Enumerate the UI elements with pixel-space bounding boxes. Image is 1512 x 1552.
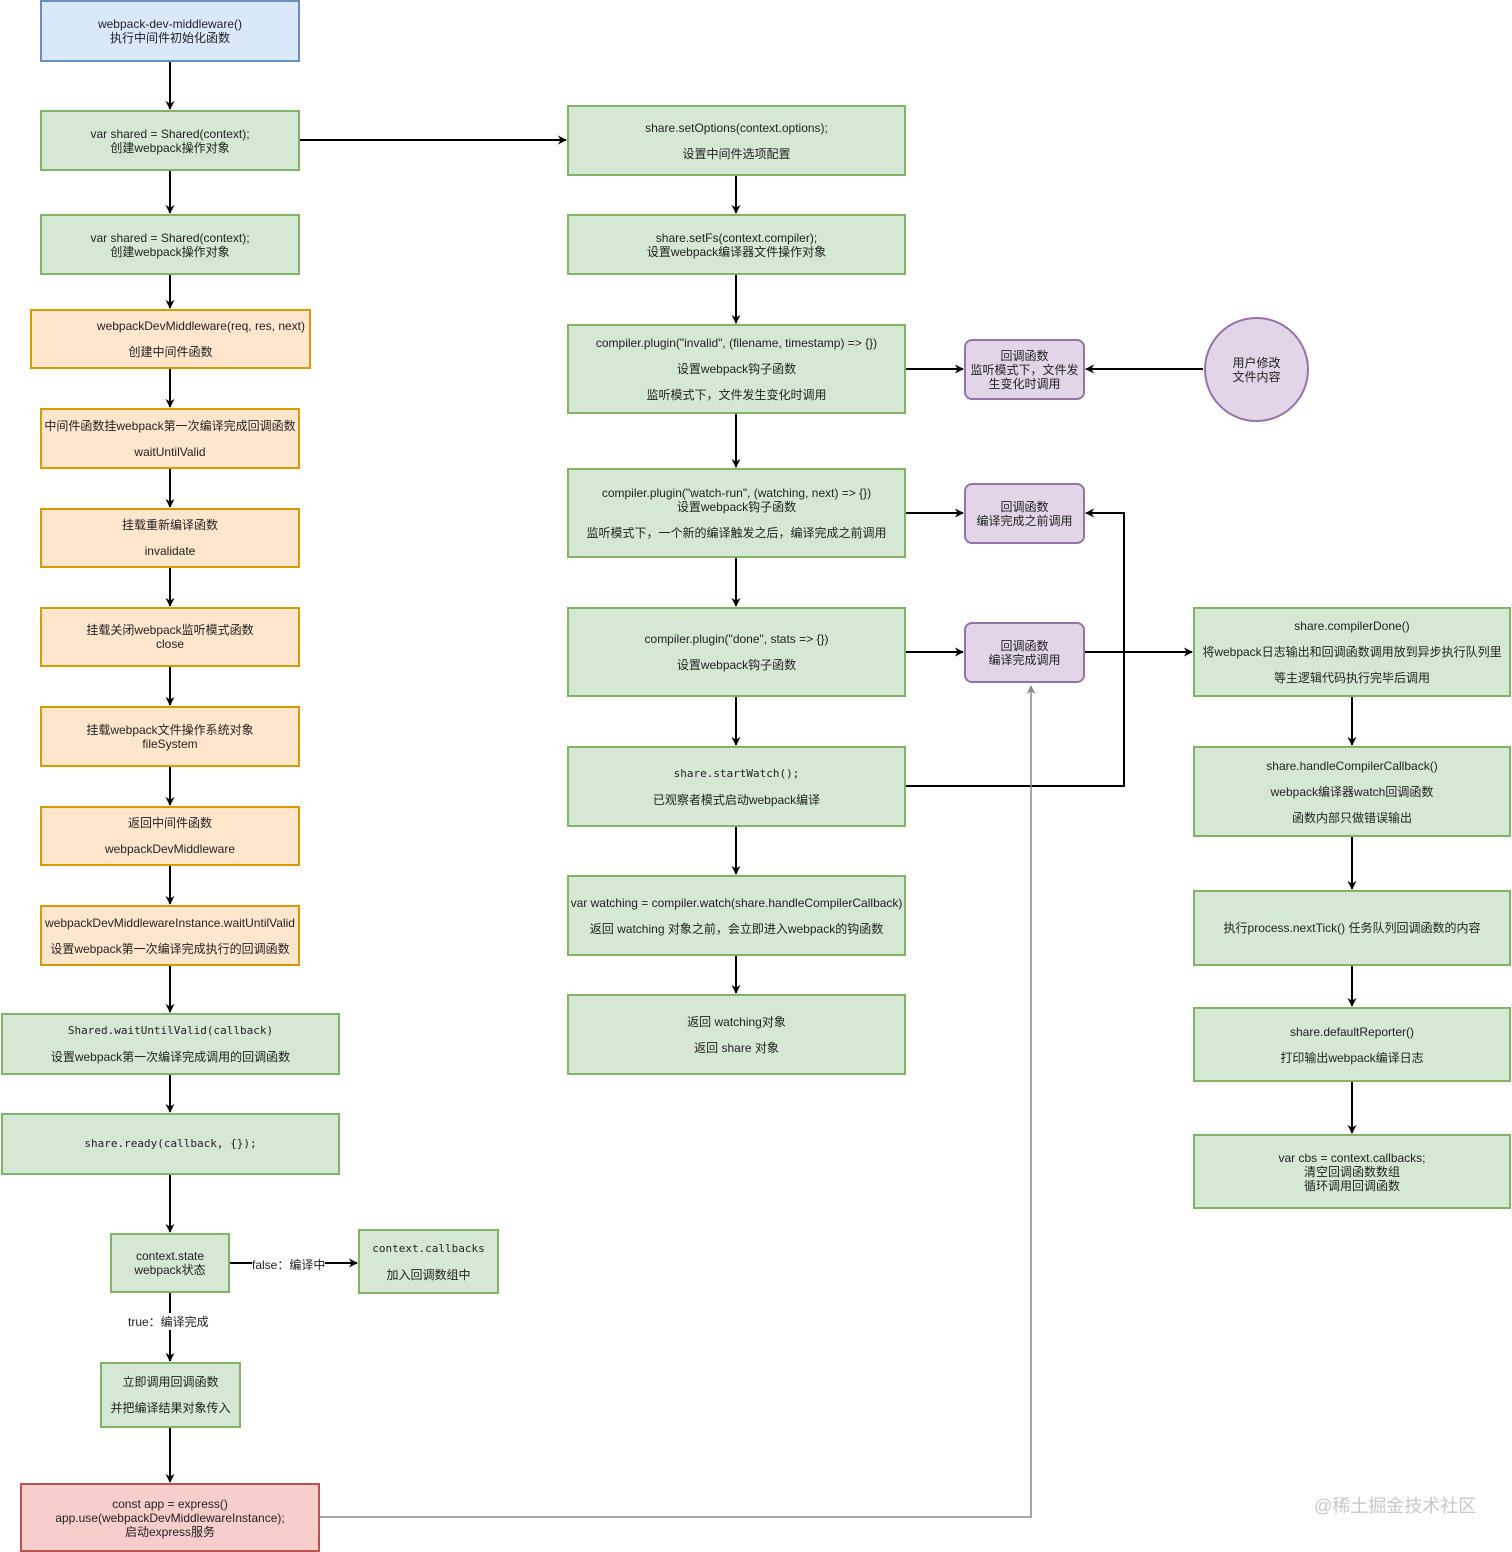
node-compiler-watch: var watching = compiler.watch(share.hand…	[567, 875, 906, 956]
node-plugin-watch-run: compiler.plugin("watch-run", (watching, …	[567, 468, 906, 558]
watermark: @稀土掘金技术社区	[1314, 1496, 1477, 1516]
node-close: 挂载关闭webpack监听模式函数 close	[40, 607, 300, 667]
node-context-callbacks-loop: var cbs = context.callbacks; 清空回调函数数组 循环…	[1193, 1134, 1511, 1209]
node-default-reporter: share.defaultReporter() 打印输出webpack编译日志	[1193, 1007, 1511, 1082]
node-invalidate: 挂载重新编译函数 invalidate	[40, 508, 300, 568]
node-context-state: context.state webpack状态	[110, 1233, 230, 1293]
callback-invalid: 回调函数 监听模式下，文件发 生变化时调用	[964, 339, 1085, 400]
node-context-callbacks: context.callbacks 加入回调数组中	[358, 1229, 499, 1294]
node-file-system: 挂载webpack文件操作系统对象 fileSystem	[40, 706, 300, 767]
node-plugin-done: compiler.plugin("done", stats => {}) 设置w…	[567, 607, 906, 697]
node-wait-until-valid: 中间件函数挂webpack第一次编译完成回调函数 waitUntilValid	[40, 408, 300, 469]
node-return-watching: 返回 watching对象 返回 share 对象	[567, 994, 906, 1075]
callback-done: 回调函数 编译完成调用	[964, 622, 1085, 683]
user-modify-file: 用户修改 文件内容	[1204, 317, 1309, 422]
node-return-middleware: 返回中间件函数 webpackDevMiddleware	[40, 806, 300, 866]
node-instance-wait-until-valid: webpackDevMiddlewareInstance.waitUntilVa…	[40, 905, 300, 966]
node-express-app: const app = express() app.use(webpackDev…	[20, 1483, 320, 1552]
node-plugin-invalid: compiler.plugin("invalid", (filename, ti…	[567, 324, 906, 414]
edge-m6-p2	[906, 508, 1125, 787]
node-handle-compiler-callback: share.handleCompilerCallback() webpack编译…	[1193, 746, 1511, 837]
node-create-shared: var shared = Shared(context); 创建webpack操…	[40, 110, 300, 171]
node-set-options: share.setOptions(context.options); 设置中间件…	[567, 105, 906, 176]
node-middleware-init: webpack-dev-middleware() 执行中间件初始化函数	[40, 0, 300, 62]
node-set-fs: share.setFs(context.compiler); 设置webpack…	[567, 214, 906, 275]
node-call-callback: 立即调用回调函数 并把编译结果对象传入	[100, 1362, 241, 1428]
edge-n16-p3	[320, 685, 1036, 1518]
node-middleware-function: webpackDevMiddleware(req, res, next) 创建中…	[30, 309, 311, 369]
node-next-tick: 执行process.nextTick() 任务队列回调函数的内容	[1193, 890, 1511, 966]
node-compiler-done: share.compilerDone() 将webpack日志输出和回调函数调用…	[1193, 607, 1511, 697]
node-create-shared-2: var shared = Shared(context); 创建webpack操…	[40, 214, 300, 275]
edge-label-false: false：编译中	[252, 1256, 326, 1273]
callback-watch-run: 回调函数 编译完成之前调用	[964, 483, 1085, 544]
node-share-ready: share.ready(callback, {});	[1, 1113, 340, 1175]
edge-label-true: true：编译完成	[128, 1313, 209, 1330]
node-start-watch: share.startWatch(); 已观察者模式启动webpack编译	[567, 746, 906, 827]
node-shared-wait-until-valid: Shared.waitUntilValid(callback) 设置webpac…	[1, 1013, 340, 1075]
